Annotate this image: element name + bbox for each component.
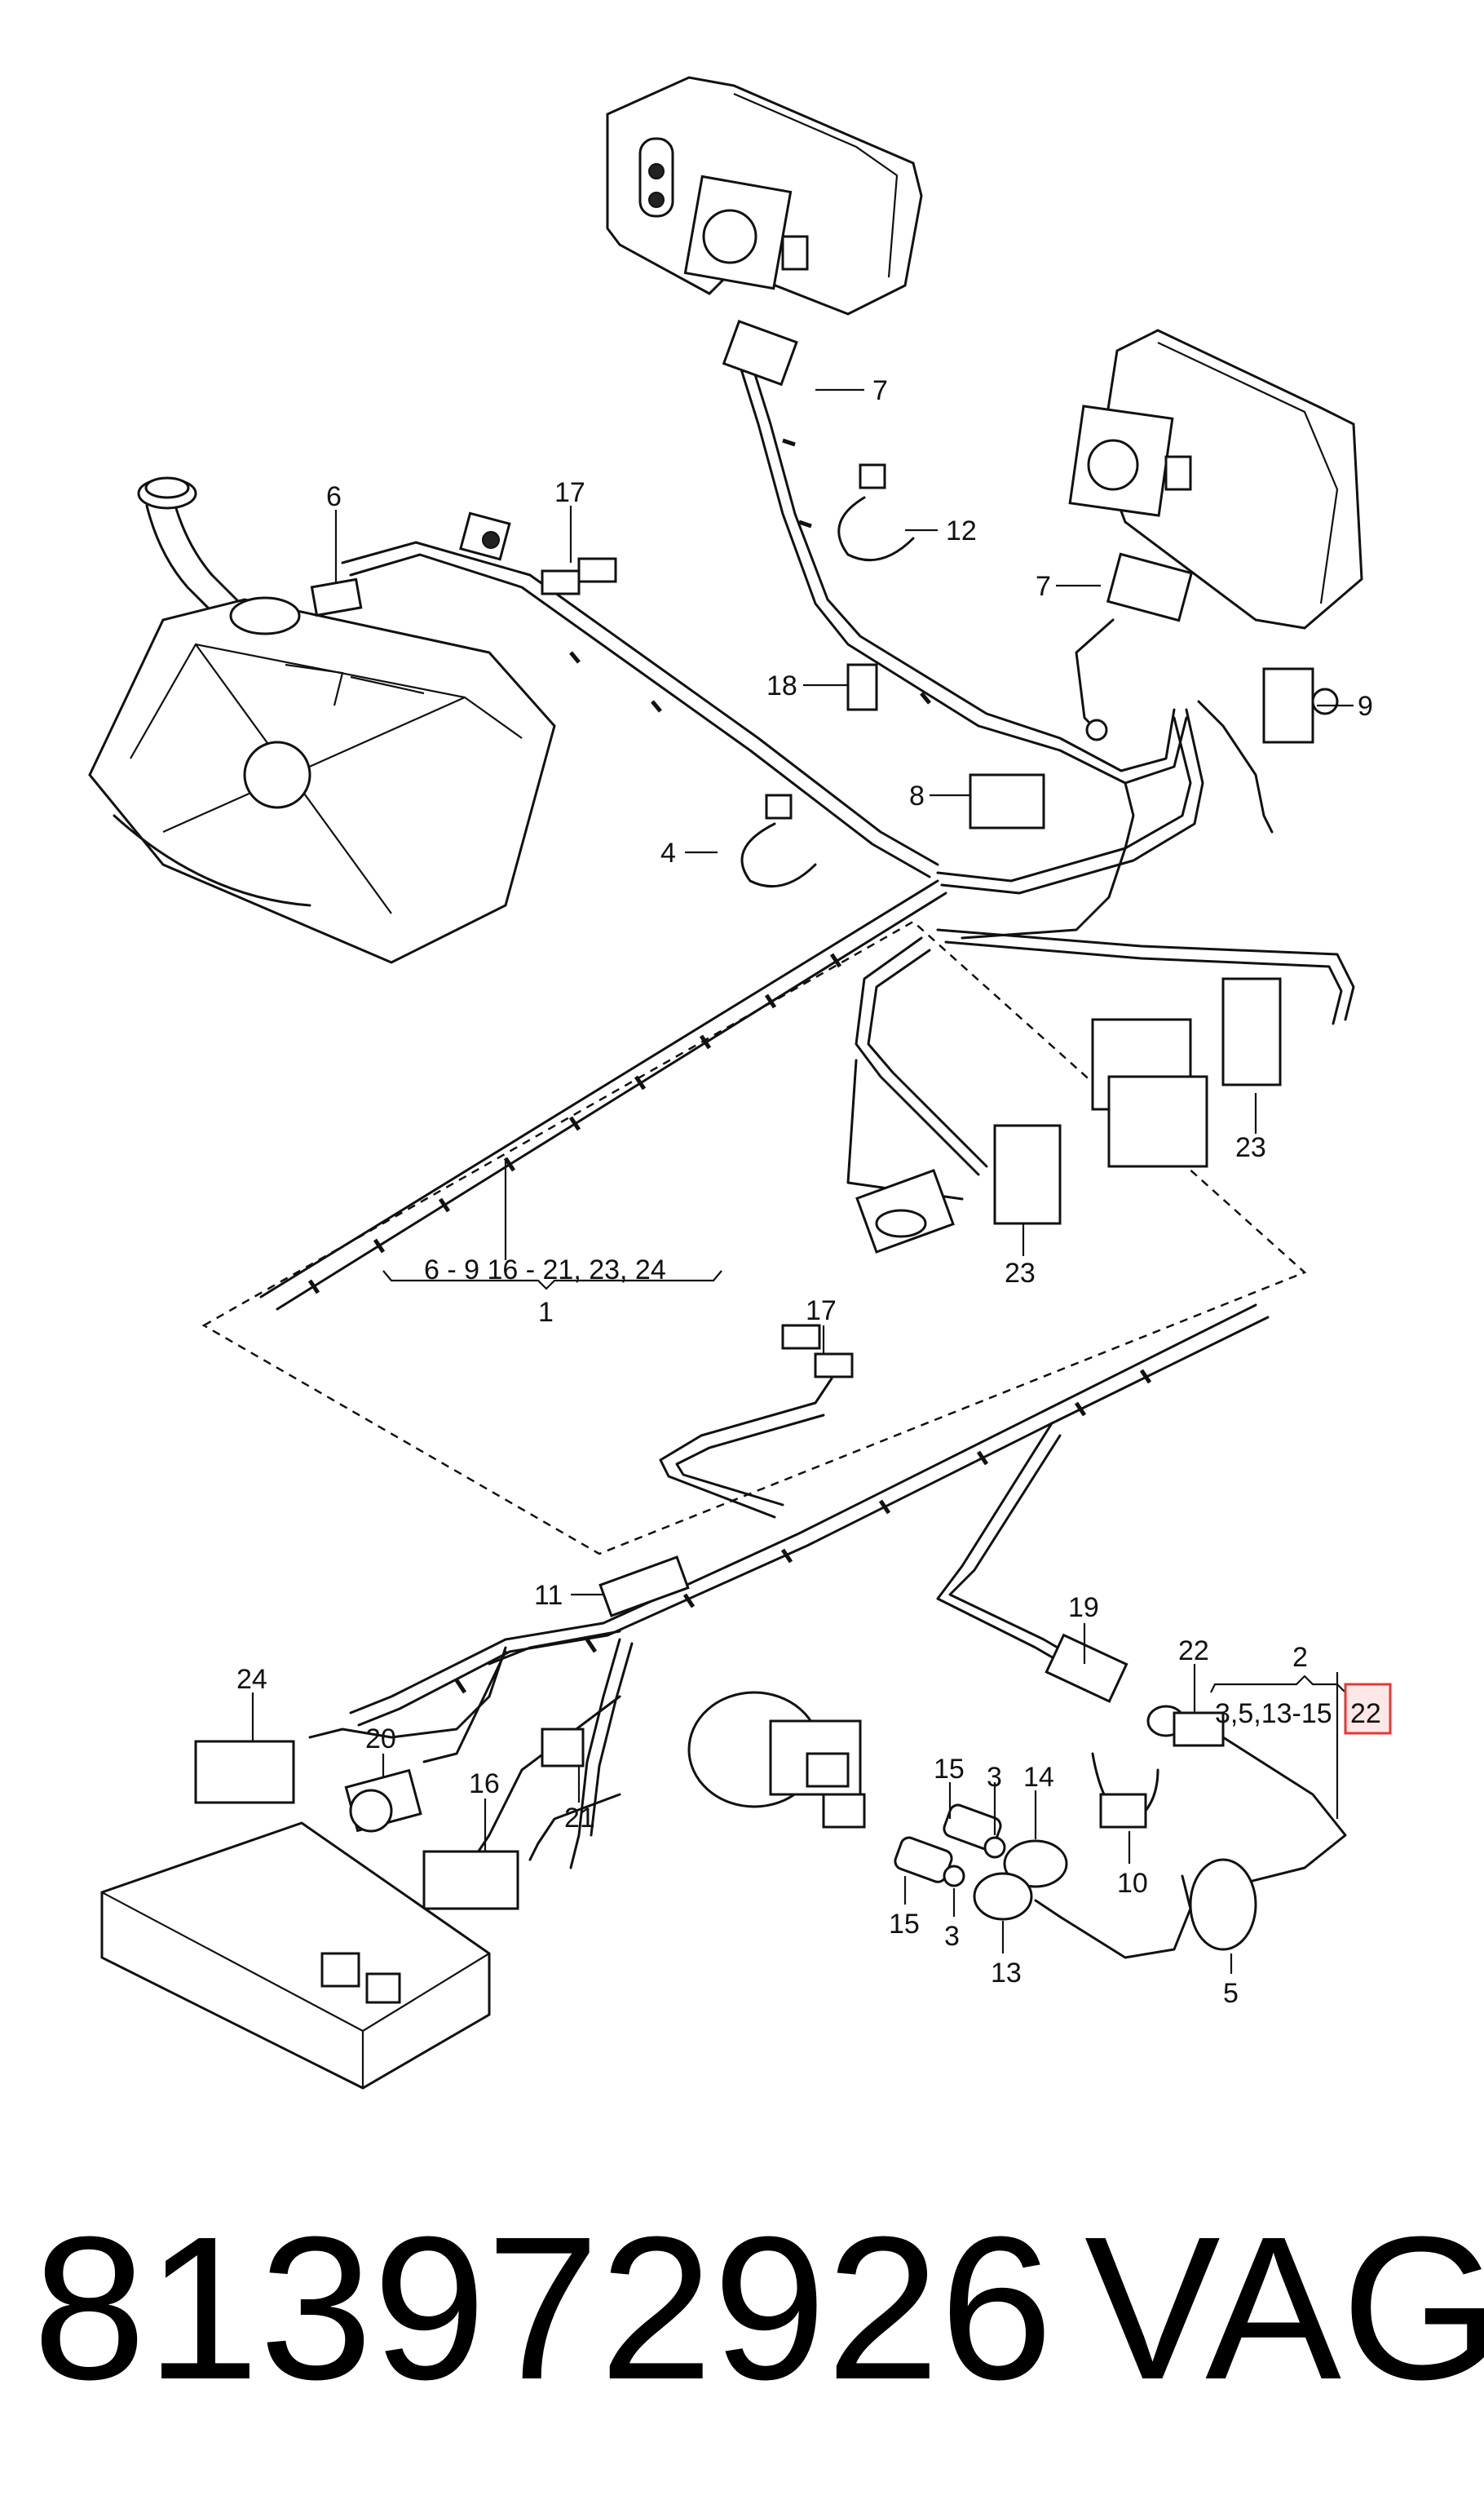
callout-2: 2 xyxy=(1292,1642,1308,1673)
callout-18: 18 xyxy=(766,670,797,701)
connector-8 xyxy=(969,773,1045,830)
leader-lines xyxy=(251,388,1354,1974)
connector-6 xyxy=(310,577,363,617)
callout-labels: 6 17 7 12 7 9 18 8 4 23 23 6 - 9 16 - 21… xyxy=(236,375,1381,2009)
callout-3-lower: 3 xyxy=(944,1921,960,1952)
callout-21: 21 xyxy=(564,1803,595,1834)
socket-22 xyxy=(1146,1705,1225,1747)
holder-14 xyxy=(1003,1839,1068,1888)
socket-19 xyxy=(1045,1633,1128,1703)
plug-15-upper xyxy=(943,1803,1002,1851)
callout-3-upper: 3 xyxy=(987,1762,1002,1793)
callout-6: 6 xyxy=(326,481,342,512)
socket-assembly xyxy=(687,1691,866,1829)
part-number: 813972926 xyxy=(33,2194,1053,2422)
lamp-assembly-top xyxy=(606,76,923,316)
clip-10 xyxy=(1091,1752,1159,1829)
washer-3-upper xyxy=(983,1836,1006,1859)
callout-9: 9 xyxy=(1358,691,1373,722)
connector-21 xyxy=(541,1728,585,1768)
highlight-box xyxy=(1344,1683,1392,1735)
callout-4: 4 xyxy=(660,838,676,869)
lamp-assembly-right xyxy=(1068,329,1363,630)
callout-12: 12 xyxy=(946,515,977,546)
callout-group-1-range: 6 - 9 16 - 21, 23, 24 xyxy=(424,1254,666,1285)
harness-wrap xyxy=(307,438,1152,1694)
callout-1: 1 xyxy=(538,1297,554,1328)
callout-19: 19 xyxy=(1068,1592,1099,1623)
callout-group-2-range: 3,5,13-15 xyxy=(1215,1698,1332,1729)
callout-16: 16 xyxy=(469,1768,500,1799)
callout-23-right: 23 xyxy=(1235,1132,1266,1163)
relay-module xyxy=(993,977,1282,1225)
holder-13 xyxy=(973,1872,1033,1921)
wire-7 xyxy=(1075,618,1115,736)
callout-22: 22 xyxy=(1178,1635,1209,1666)
callout-17-lower: 17 xyxy=(806,1295,837,1326)
clip-12 xyxy=(837,463,915,562)
clip-4 xyxy=(740,794,817,888)
relay-16 xyxy=(422,1850,519,1910)
fuse-box xyxy=(100,1821,491,2090)
wiring-harness-diagram: 6 17 7 12 7 9 18 8 4 23 23 6 - 9 16 - 21… xyxy=(88,76,1392,2090)
callout-20: 20 xyxy=(365,1723,396,1754)
switch-9 xyxy=(1262,667,1339,744)
ring-terminal xyxy=(1085,719,1108,741)
callout-24: 24 xyxy=(236,1664,267,1695)
connector-24 xyxy=(194,1740,295,1804)
callout-11: 11 xyxy=(534,1580,563,1611)
connector-18 xyxy=(846,663,878,711)
callout-22-highlighted: 22 xyxy=(1350,1698,1381,1729)
callout-13: 13 xyxy=(991,1958,1022,1989)
callout-7-right: 7 xyxy=(1036,571,1051,602)
connector-7-top xyxy=(722,320,798,387)
connector-7-right xyxy=(1106,552,1194,622)
brand-label: VAG xyxy=(1084,2194,1484,2422)
grommet-5 xyxy=(1189,1858,1257,1951)
callout-8: 8 xyxy=(909,781,925,812)
fuel-tank xyxy=(88,476,556,964)
harness-main xyxy=(259,357,1355,1959)
connector-11 xyxy=(598,1555,690,1617)
callout-10: 10 xyxy=(1117,1868,1148,1899)
harness-frame xyxy=(201,920,1307,1555)
connector-17-upper xyxy=(459,511,617,595)
callout-15-upper: 15 xyxy=(934,1754,965,1785)
callout-5: 5 xyxy=(1223,1978,1239,2009)
callout-17-upper: 17 xyxy=(554,477,585,508)
callout-7-top: 7 xyxy=(872,375,888,406)
callout-14: 14 xyxy=(1023,1762,1054,1793)
washer-3-lower xyxy=(943,1865,965,1887)
lamp-socket-20 xyxy=(344,1768,422,1833)
callout-15-lower: 15 xyxy=(889,1909,920,1940)
connector-17-lower xyxy=(781,1169,955,1378)
callout-23-center: 23 xyxy=(1005,1258,1036,1289)
